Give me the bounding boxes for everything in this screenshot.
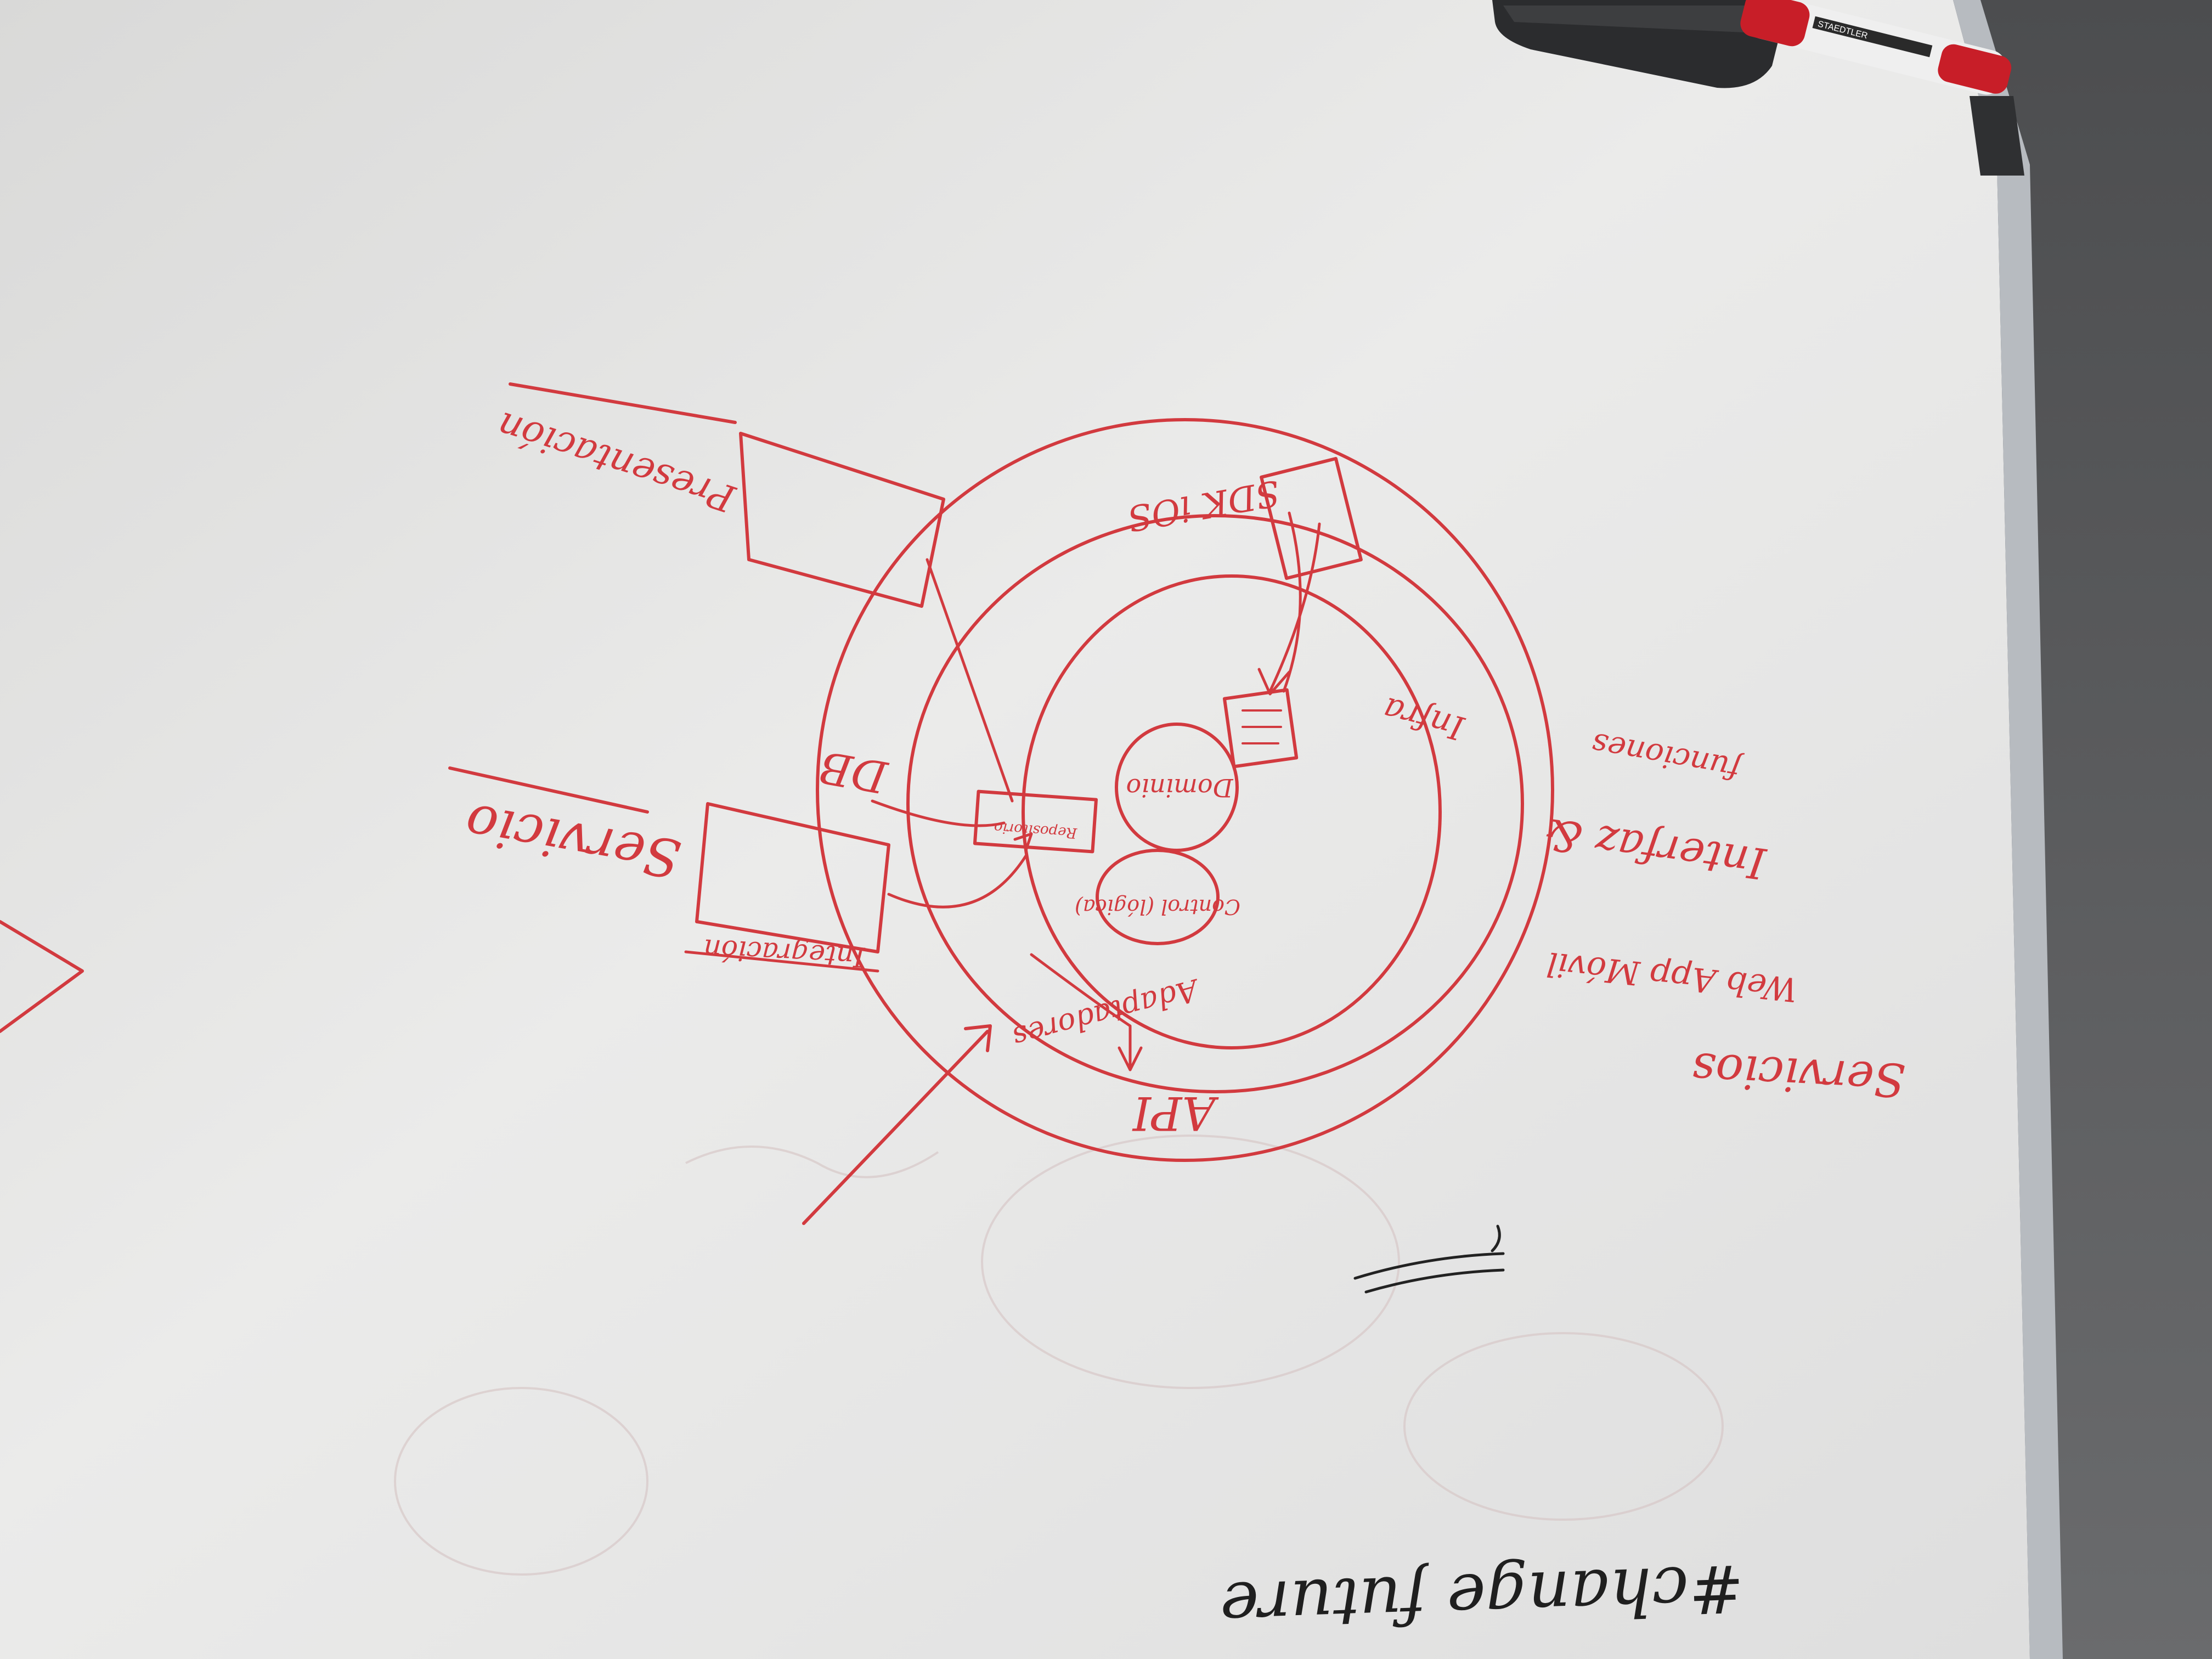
label-db: DB bbox=[816, 741, 892, 803]
sdk-box bbox=[1260, 456, 1363, 580]
ring-second bbox=[1022, 574, 1442, 1049]
ring-core bbox=[1115, 723, 1239, 852]
label-services-heading: Servicios bbox=[1691, 1042, 1907, 1107]
label-domain: Dominio bbox=[1126, 773, 1234, 803]
board-frame bbox=[1953, 0, 2063, 1659]
whiteboard-surface bbox=[0, 0, 2030, 1659]
frame-corner bbox=[1970, 96, 2024, 176]
control-ellipse bbox=[1096, 849, 1220, 945]
marker-cap bbox=[1740, 0, 1810, 47]
marker-holder bbox=[1492, 0, 1788, 88]
red-marker: STAEDTLER bbox=[1740, 0, 2012, 95]
black-notes bbox=[1353, 1224, 1505, 1294]
db-box bbox=[695, 802, 890, 953]
repository-box bbox=[973, 789, 1098, 854]
adapter-box bbox=[1222, 688, 1299, 769]
left-edge-shape bbox=[0, 920, 84, 1033]
label-control: Control (lógica) bbox=[1075, 895, 1240, 919]
label-hashtag: #change future bbox=[1219, 1549, 1746, 1644]
architecture-diagram bbox=[0, 382, 1554, 1225]
ring-outer bbox=[816, 418, 1554, 1162]
presentation-box bbox=[739, 432, 945, 608]
arrow-in bbox=[802, 1030, 989, 1225]
label-api: API bbox=[1132, 1086, 1219, 1140]
ghost-marks bbox=[394, 1135, 1724, 1576]
ring-third bbox=[906, 514, 1524, 1093]
